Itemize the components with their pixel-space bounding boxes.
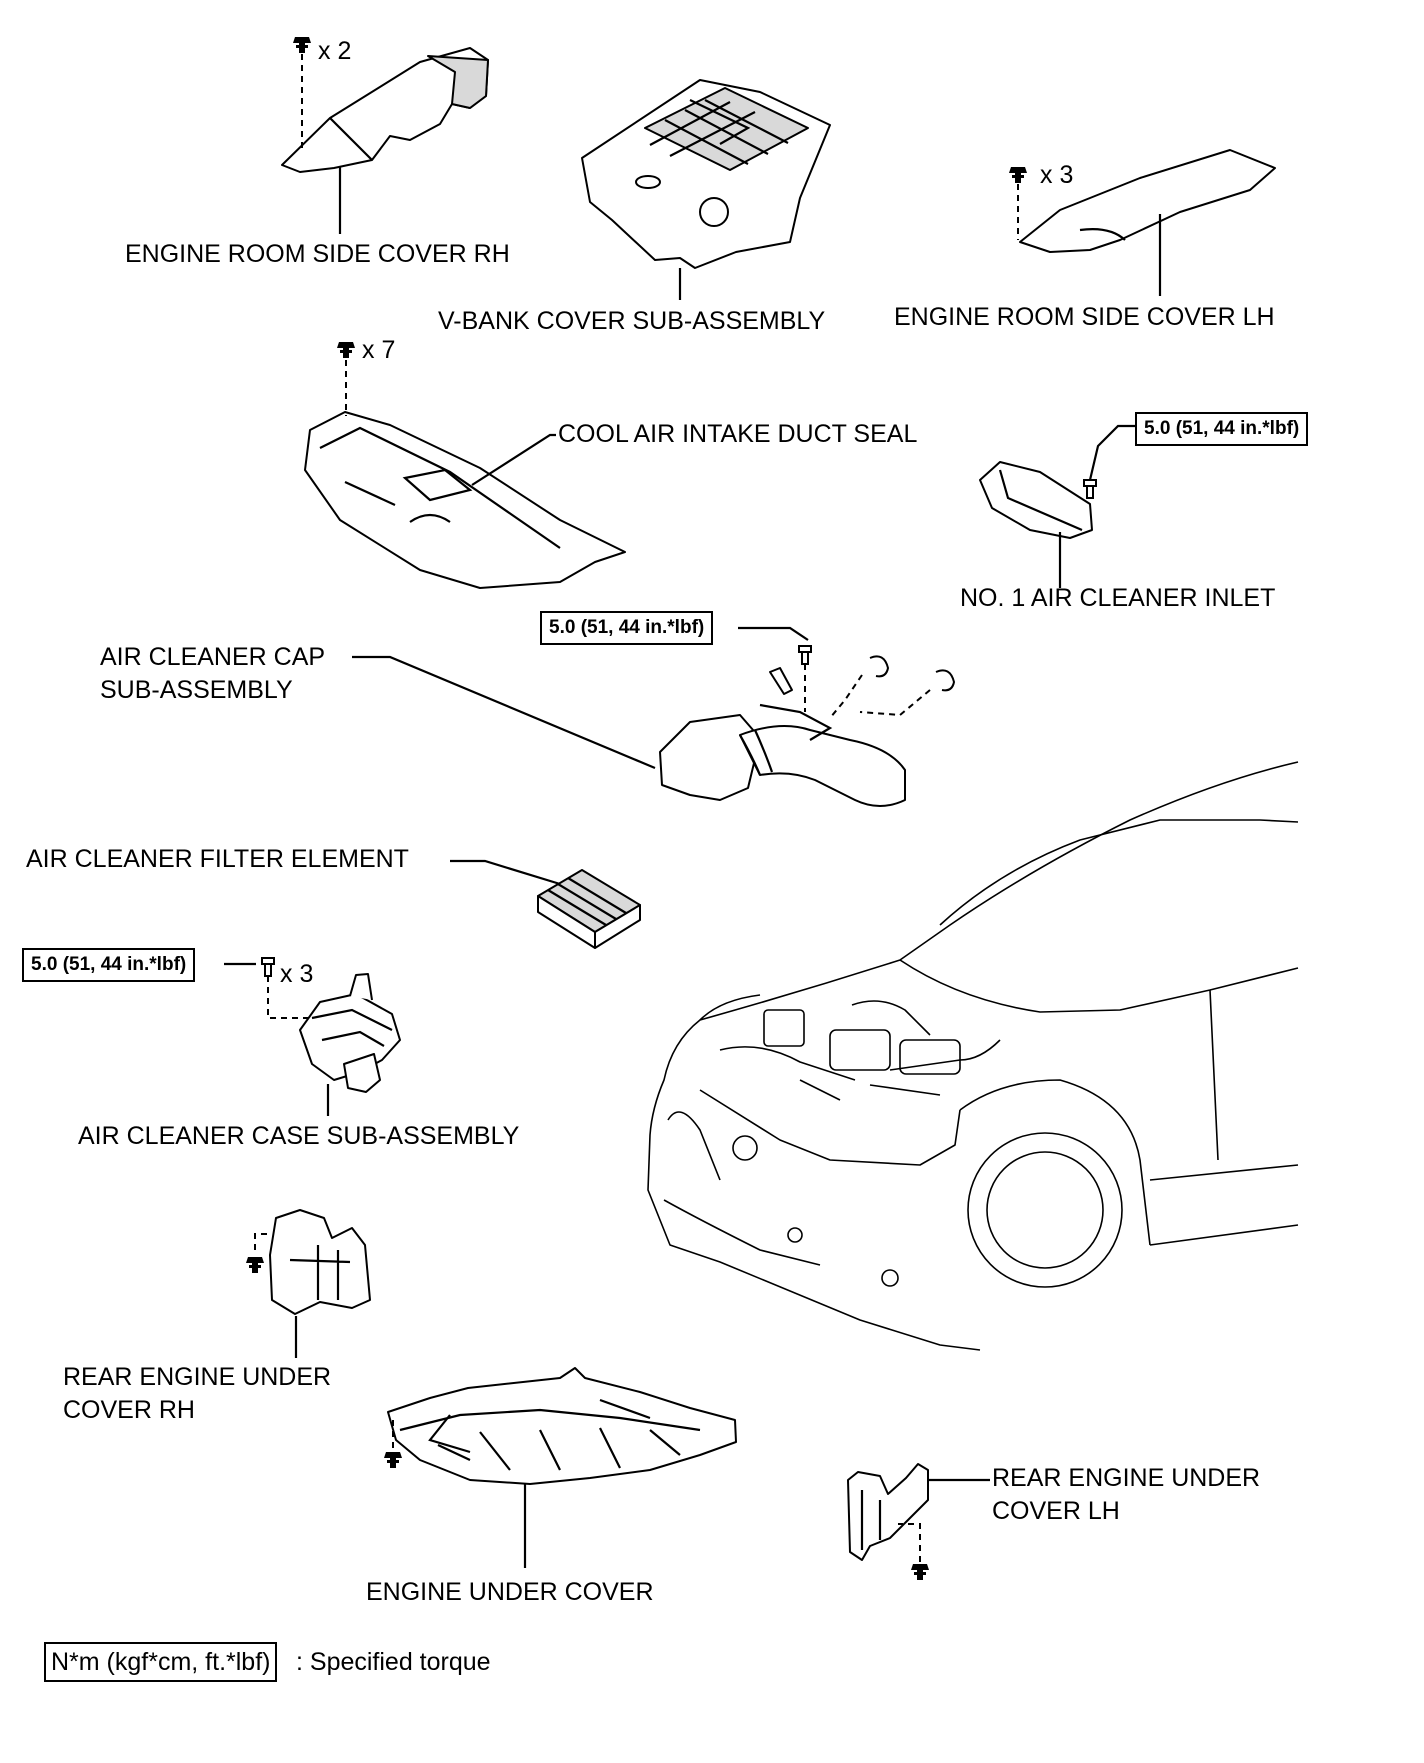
clip-icon <box>384 1452 402 1468</box>
bolt-icon <box>1083 479 1097 499</box>
label-air-cleaner-filter-element: AIR CLEANER FILTER ELEMENT <box>26 845 409 873</box>
engine-room-side-cover-rh-drawing <box>281 37 489 234</box>
rear-engine-under-cover-rh-drawing <box>246 1209 371 1358</box>
label-rear-engine-under-cover-lh: REAR ENGINE UNDER COVER LH <box>992 1462 1260 1528</box>
v-bank-cover-drawing <box>581 79 831 300</box>
label-v-bank-cover: V-BANK COVER SUB-ASSEMBLY <box>438 307 826 335</box>
rear-engine-under-cover-lh-drawing <box>847 1463 990 1580</box>
clip-icon <box>337 342 355 358</box>
engine-under-cover-drawing <box>384 1367 737 1568</box>
air-cleaner-case-drawing <box>224 957 401 1116</box>
label-air-cleaner-cap-line2: SUB-ASSEMBLY <box>100 676 293 704</box>
label-rear-engine-under-cover-lh-line2: COVER LH <box>992 1497 1120 1525</box>
label-rear-engine-under-cover-rh: REAR ENGINE UNDER COVER RH <box>63 1361 331 1427</box>
clip-icon <box>246 1257 264 1273</box>
no1-air-cleaner-inlet-drawing <box>979 424 1135 588</box>
engine-room-side-cover-lh-drawing <box>1009 149 1276 296</box>
bolt-icon <box>261 957 275 977</box>
label-engine-room-side-cover-lh: ENGINE ROOM SIDE COVER LH <box>894 303 1275 331</box>
clip-icon <box>911 1564 929 1580</box>
vehicle-outline-drawing <box>647 761 1299 1351</box>
label-rear-engine-under-cover-rh-line2: COVER RH <box>63 1396 195 1424</box>
torque-box-cap: 5.0 (51, 44 in.*lbf) <box>540 611 714 645</box>
label-rear-engine-under-cover-lh-line1: REAR ENGINE UNDER <box>992 1464 1261 1492</box>
legend-unit-box: N*m (kgf*cm, ft.*lbf) <box>44 1642 278 1682</box>
air-cleaner-cap-drawing <box>352 626 955 807</box>
label-rear-engine-under-cover-rh-line1: REAR ENGINE UNDER <box>63 1363 332 1391</box>
count-side-cover-lh-clips: x 3 <box>1040 161 1074 189</box>
legend-description: : Specified torque <box>296 1648 491 1676</box>
label-no1-air-cleaner-inlet: NO. 1 AIR CLEANER INLET <box>960 584 1276 612</box>
label-cool-air-intake-duct-seal: COOL AIR INTAKE DUCT SEAL <box>558 420 918 448</box>
clip-icon <box>1009 167 1027 183</box>
cool-air-intake-duct-seal-drawing <box>304 342 626 589</box>
label-engine-under-cover: ENGINE UNDER COVER <box>366 1578 654 1606</box>
air-cleaner-filter-element-drawing <box>450 859 641 949</box>
label-air-cleaner-cap-line1: AIR CLEANER CAP <box>100 643 326 671</box>
count-side-cover-rh-clips: x 2 <box>318 37 352 65</box>
label-air-cleaner-case: AIR CLEANER CASE SUB-ASSEMBLY <box>78 1122 520 1150</box>
count-case-bolts: x 3 <box>280 960 314 988</box>
label-engine-room-side-cover-rh: ENGINE ROOM SIDE COVER RH <box>125 240 510 268</box>
clip-icon <box>293 37 311 53</box>
torque-box-inlet: 5.0 (51, 44 in.*lbf) <box>1135 412 1309 446</box>
torque-box-case: 5.0 (51, 44 in.*lbf) <box>22 948 196 982</box>
label-air-cleaner-cap: AIR CLEANER CAP SUB-ASSEMBLY <box>100 641 325 707</box>
count-duct-seal-clips: x 7 <box>362 336 396 364</box>
bolt-icon <box>798 645 812 665</box>
